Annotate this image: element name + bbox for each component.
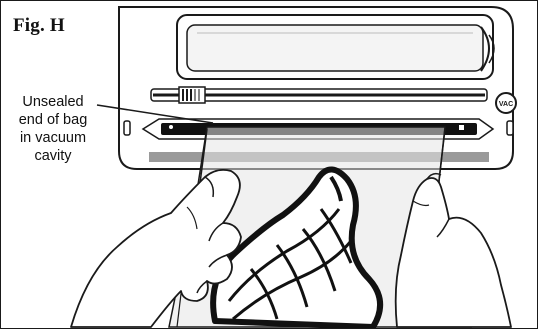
callout-line: end of bag [7, 111, 99, 129]
callout-line: Unsealed [7, 93, 99, 111]
cutter-slider [179, 87, 205, 103]
callout-text: Unsealed end of bag in vacuum cavity [7, 93, 99, 165]
right-latch [507, 121, 513, 135]
vac-button-label: VAC [499, 101, 513, 108]
left-latch [124, 121, 130, 135]
vac-button[interactable]: VAC [496, 93, 516, 113]
callout-line: cavity [7, 147, 99, 165]
callout-line: in vacuum [7, 129, 99, 147]
figure-label: Fig. H [13, 15, 65, 37]
